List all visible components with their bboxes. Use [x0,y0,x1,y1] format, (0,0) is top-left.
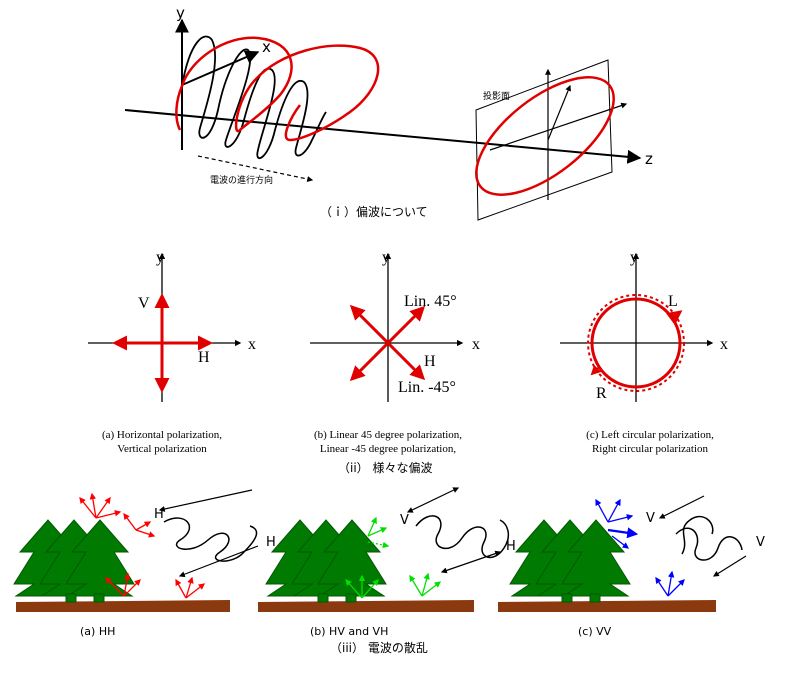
panel-iii: H H (a) HH [13,487,765,655]
projected-ellipse [475,76,615,196]
caption-vv: (c) VV [578,625,612,638]
x-axis [181,50,260,86]
trees [509,519,631,603]
panel-ii: y x V H (a) Horizontal polarization, Ver… [88,249,728,475]
subpanel-a-linear-hv: y x V H (a) Horizontal polarization, Ver… [88,249,256,455]
label-r: R [596,385,607,402]
scatter-hv-vh: V H (b) HV and VH [258,487,516,638]
z-axis-label: z [645,150,653,168]
label-h: H [424,353,436,370]
projection-plane [475,59,613,221]
label-lin-minus45: Lin. -45° [398,379,456,396]
label-l: L [668,293,678,310]
caption-c-line2: Right circular polarization [592,443,709,455]
backscatter-arrows [345,516,442,599]
axis-y-label: y [630,249,638,266]
label-h: H [198,349,210,366]
label-h: H [266,535,276,550]
y-axis-label: y [176,4,185,22]
panel-i: y x z 電波の進行方向 投影面 （ｉ）偏波について [124,4,653,221]
scatter-hh: H H (a) HH [13,489,276,638]
axis-x-label: x [248,336,256,353]
panel-ii-caption: （ii） 様々な偏波 [338,460,432,475]
backscatter-arrows [595,498,685,597]
caption-b-line2: Linear -45 degree polarization, [320,443,456,455]
subpanel-b-linear-45: y x Lin. 45° H Lin. -45° (b) Linear 45 d… [310,249,480,455]
left-circular-path [590,297,682,389]
axis-x-label: x [720,336,728,353]
subpanel-c-circular: y x L R (c) Left circular polarization, … [560,249,728,455]
axis-y-label: y [156,249,164,266]
scatter-vv: V V (c) VV [498,495,765,638]
caption-a-line2: Vertical polarization [117,443,207,455]
caption-c-line1: (c) Left circular polarization, [586,429,714,441]
ground [16,600,230,612]
x-axis-label: x [262,38,271,56]
z-axis [124,109,642,164]
caption-b-line1: (b) Linear 45 degree polarization, [314,429,462,441]
panel-i-caption: （ｉ）偏波について [320,204,428,219]
incident-wave [415,515,510,559]
caption-a-line1: (a) Horizontal polarization, [102,429,222,441]
propagation-label: 電波の進行方向 [210,174,273,186]
trees [265,519,387,603]
trees [13,519,135,603]
label-h: H [154,507,164,522]
electric-field-wave [181,35,327,160]
axis-y-label: y [382,249,390,266]
incident-wave [675,515,743,561]
propagation-arrow [197,155,314,182]
backscatter-arrows [79,492,206,599]
ground [498,600,716,612]
ground [258,600,474,612]
label-v: V [138,295,150,312]
label-lin45: Lin. 45° [404,293,457,310]
right-circular-path [587,294,685,392]
caption-hv-vh: (b) HV and VH [310,625,388,638]
label-v: V [646,511,655,526]
label-v: V [756,535,765,550]
caption-hh: (a) HH [80,625,115,638]
label-v: V [400,513,409,528]
axis-x-label: x [472,336,480,353]
polarization-helix [180,36,380,142]
projection-plane-label: 投影面 [483,90,510,102]
linear-minus45-arrow [349,304,426,381]
panel-iii-caption: （iii） 電波の散乱 [330,640,428,655]
label-h: H [506,539,516,554]
incident-wave [163,517,258,562]
